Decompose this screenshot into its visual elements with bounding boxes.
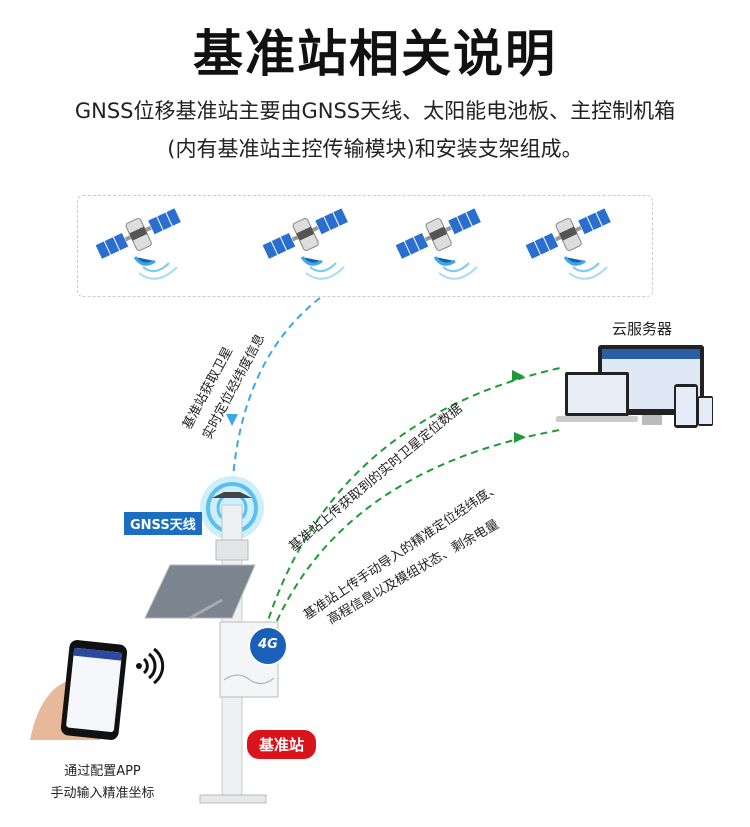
arrow-head-icon: [512, 370, 524, 382]
network-badge-text: 4G: [258, 637, 278, 652]
page-title: 基准站相关说明: [193, 25, 557, 83]
satellite-area: [77, 195, 653, 297]
arrow-head-icon: [514, 432, 526, 443]
satellite-icon: [90, 200, 187, 281]
satellite-icon: [520, 200, 617, 281]
gnss-antenna-label: GNSS天线: [124, 512, 202, 535]
satellite-icon: [257, 200, 354, 281]
solar-panel: [144, 564, 256, 619]
cloud-server-label: 云服务器: [612, 320, 673, 338]
cloud-server-devices-icon: [556, 345, 713, 428]
upload-realtime-arrow: [264, 367, 561, 631]
wireless-signal-icon: [136, 647, 165, 685]
4g-badge-icon: [248, 626, 288, 666]
subtitle-line-2: (内有基准站主控传输模块)和安装支架组成。: [167, 137, 583, 161]
gnss-antenna: [212, 492, 252, 498]
satellite-signal-arrow: [231, 297, 321, 491]
station-label: 基准站: [247, 730, 317, 759]
app-caption-1: 通过配置APP: [64, 764, 141, 779]
arrow-head-icon: [226, 414, 238, 426]
app-caption-2: 手动输入精准坐标: [50, 786, 155, 801]
subtitle-line-1: GNSS位移基准站主要由GNSS天线、太阳能电池板、主控制机箱: [74, 99, 676, 123]
satellite-icon: [390, 200, 487, 281]
upload-manual-arrow: [271, 429, 561, 633]
